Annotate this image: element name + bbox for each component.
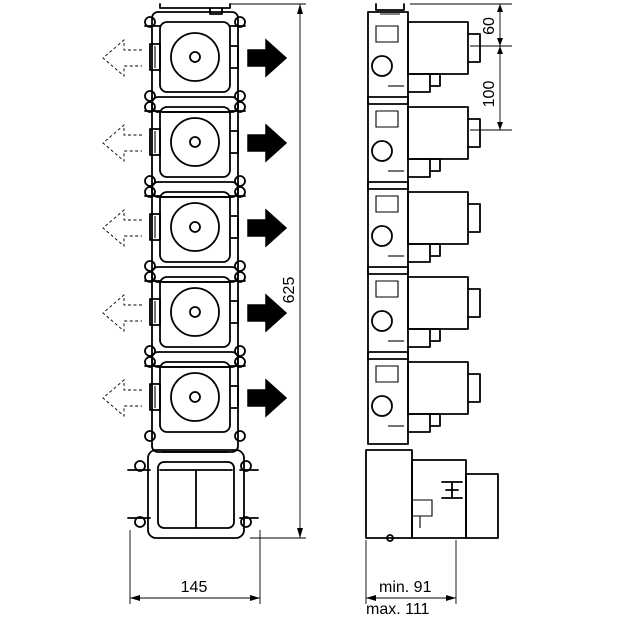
side-valve-module (367, 11, 481, 105)
side-valve-stack (367, 11, 481, 445)
depth-max-label: max. 111 (366, 601, 430, 618)
height-dimension: 625 (230, 3, 306, 539)
dimension-100: 100 (470, 46, 512, 131)
width-dimension: 145 (129, 530, 261, 604)
front-mixer-box (127, 449, 259, 539)
dimension-100-label: 100 (481, 81, 498, 108)
height-label: 625 (281, 277, 298, 304)
side-mixer-box (365, 449, 499, 542)
depth-dimension: min. 91 max. 111 (365, 540, 457, 618)
side-valve-module (367, 96, 481, 190)
dimension-60: 60 (410, 3, 512, 47)
width-label: 145 (181, 579, 208, 596)
front-valve-stack (102, 11, 287, 453)
depth-min-label: min. 91 (379, 579, 432, 596)
side-view: 60 100 min. 91 max. 111 (365, 3, 512, 618)
side-valve-module (367, 181, 481, 275)
dimension-60-label: 60 (481, 17, 498, 35)
top-bracket (159, 3, 231, 9)
side-valve-module (367, 266, 481, 360)
front-view: 625 145 (102, 3, 306, 604)
side-valve-module (367, 351, 481, 445)
